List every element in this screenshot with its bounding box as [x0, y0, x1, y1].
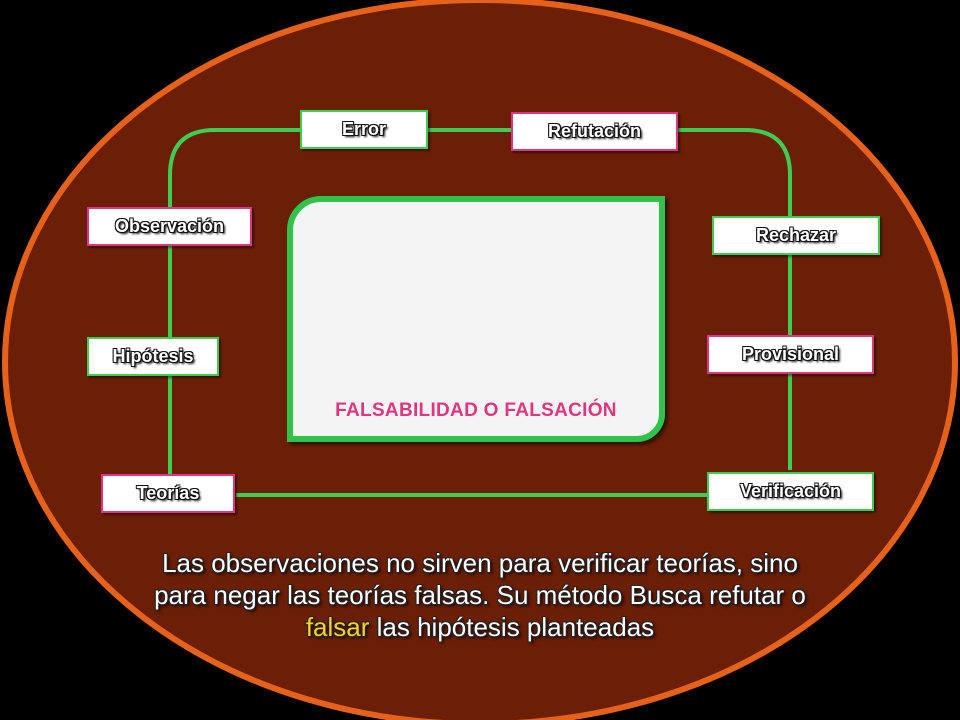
node-error-label: Error — [341, 119, 386, 139]
node-provisional-label: Provisional — [741, 344, 840, 364]
node-verificacion: Verificación — [707, 472, 874, 511]
node-observacion: Observación — [87, 207, 252, 246]
node-teorias-label: Teorías — [136, 483, 200, 503]
caption-after: las hipótesis planteadas — [369, 612, 655, 642]
node-rechazar-label: Rechazar — [755, 225, 837, 245]
node-error: Error — [300, 110, 428, 149]
node-provisional: Provisional — [707, 335, 874, 374]
caption-before: Las observaciones no sirven para verific… — [154, 548, 806, 610]
node-verificacion-label: Verificación — [739, 481, 842, 501]
node-hipotesis-label: Hipótesis — [112, 346, 194, 366]
caption-text: Las observaciones no sirven para verific… — [140, 547, 820, 643]
node-refutacion-label: Refutación — [547, 121, 641, 141]
cycle-connector — [168, 128, 792, 497]
center-panel: FALSABILIDAD O FALSACIÓN — [287, 196, 665, 442]
node-hipotesis: Hipótesis — [87, 337, 219, 376]
caption-highlight: falsar — [305, 612, 370, 642]
center-title: FALSABILIDAD O FALSACIÓN — [335, 400, 617, 421]
node-rechazar: Rechazar — [712, 216, 880, 255]
node-refutacion: Refutación — [511, 112, 678, 151]
node-observacion-label: Observación — [114, 216, 225, 236]
node-teorias: Teorías — [101, 474, 235, 513]
